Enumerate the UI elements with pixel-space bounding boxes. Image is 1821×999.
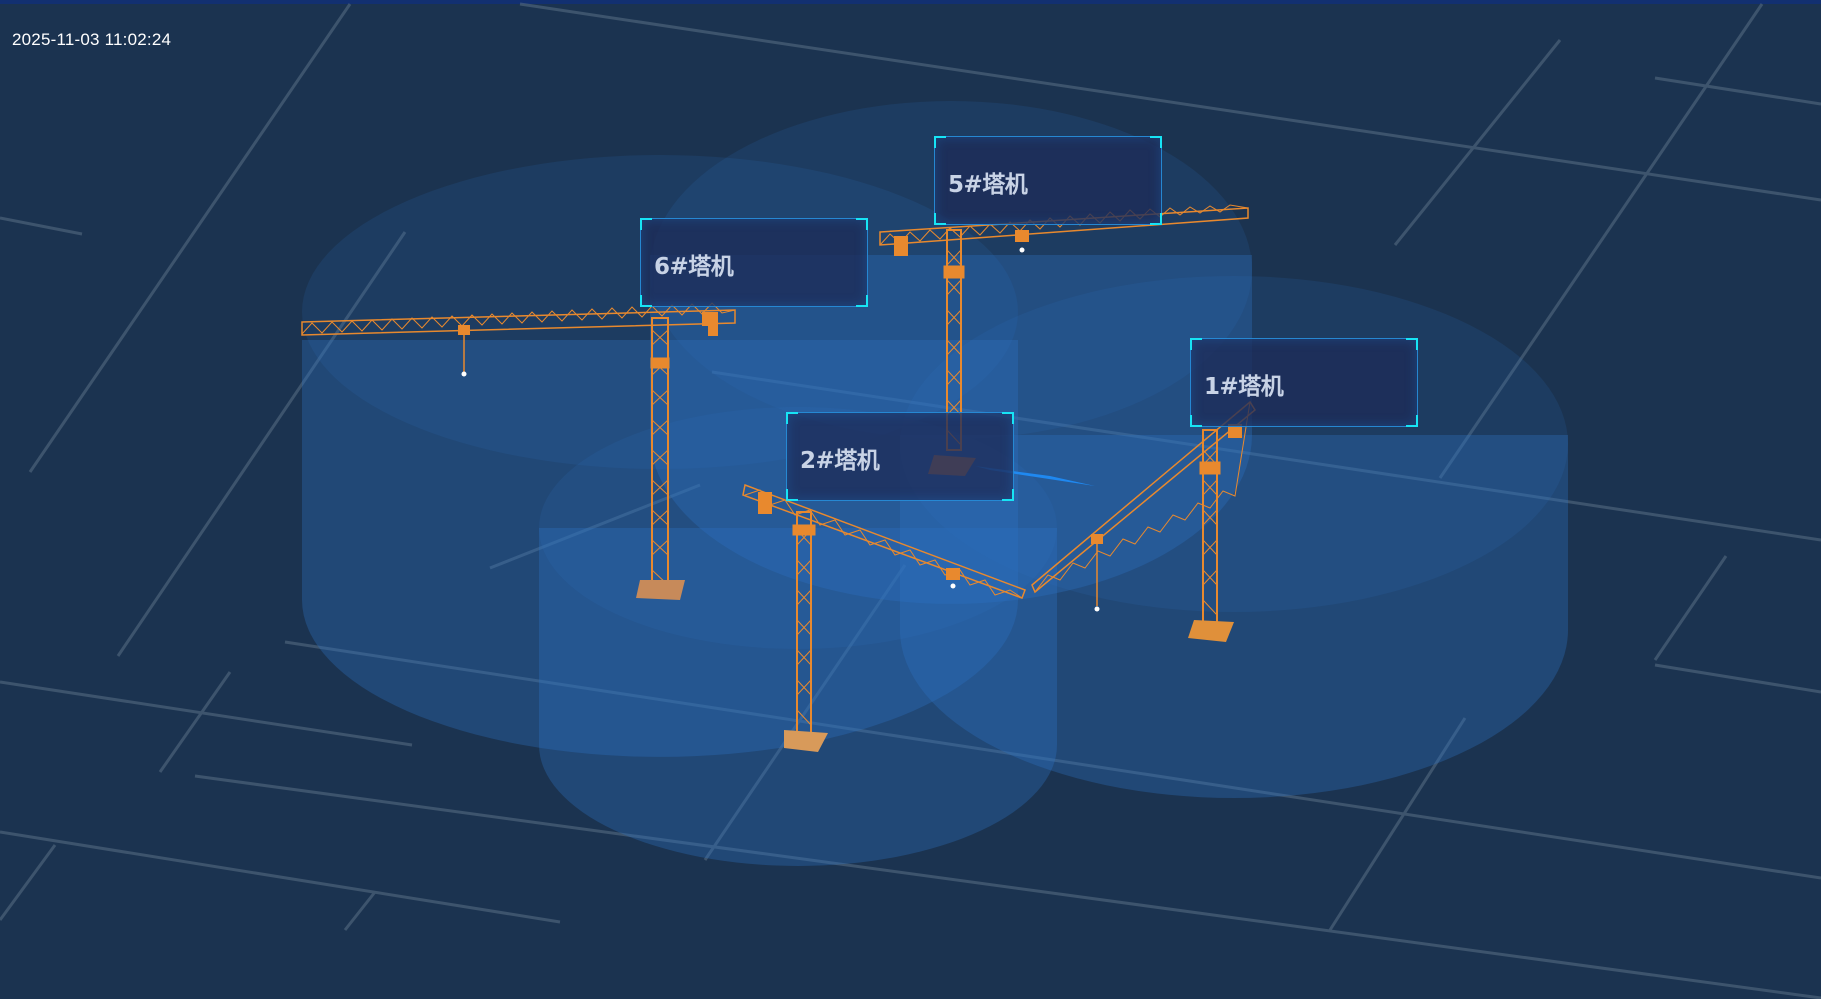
timestamp-display: 2025-11-03 11:02:24: [12, 30, 172, 49]
crane-6-model[interactable]: [301, 302, 736, 600]
crane-label-1[interactable]: 1#塔机: [1190, 338, 1418, 427]
crane-label-2[interactable]: 2#塔机: [786, 412, 1014, 501]
top-border-strip: [0, 0, 1821, 4]
corner-bracket: [1190, 338, 1202, 350]
corner-bracket: [640, 295, 652, 307]
corner-bracket: [1002, 412, 1014, 424]
corner-bracket: [1002, 489, 1014, 501]
crane-label-text: 6#塔机: [654, 254, 734, 280]
corner-bracket: [786, 489, 798, 501]
crane-1-model[interactable]: [1031, 400, 1256, 642]
corner-bracket: [856, 218, 868, 230]
crane-label-text: 2#塔机: [800, 448, 880, 474]
corner-bracket: [786, 412, 798, 424]
crane-2-model[interactable]: [742, 483, 1026, 752]
crane-label-text: 5#塔机: [948, 172, 1028, 198]
crane-label-5[interactable]: 5#塔机: [934, 136, 1162, 225]
corner-bracket: [1150, 136, 1162, 148]
corner-bracket: [1406, 338, 1418, 350]
corner-bracket: [1190, 415, 1202, 427]
crane-label-6[interactable]: 6#塔机: [640, 218, 868, 307]
corner-bracket: [934, 136, 946, 148]
corner-bracket: [640, 218, 652, 230]
corner-bracket: [856, 295, 868, 307]
corner-bracket: [1150, 213, 1162, 225]
corner-bracket: [934, 213, 946, 225]
corner-bracket: [1406, 415, 1418, 427]
crane-label-text: 1#塔机: [1204, 374, 1284, 400]
